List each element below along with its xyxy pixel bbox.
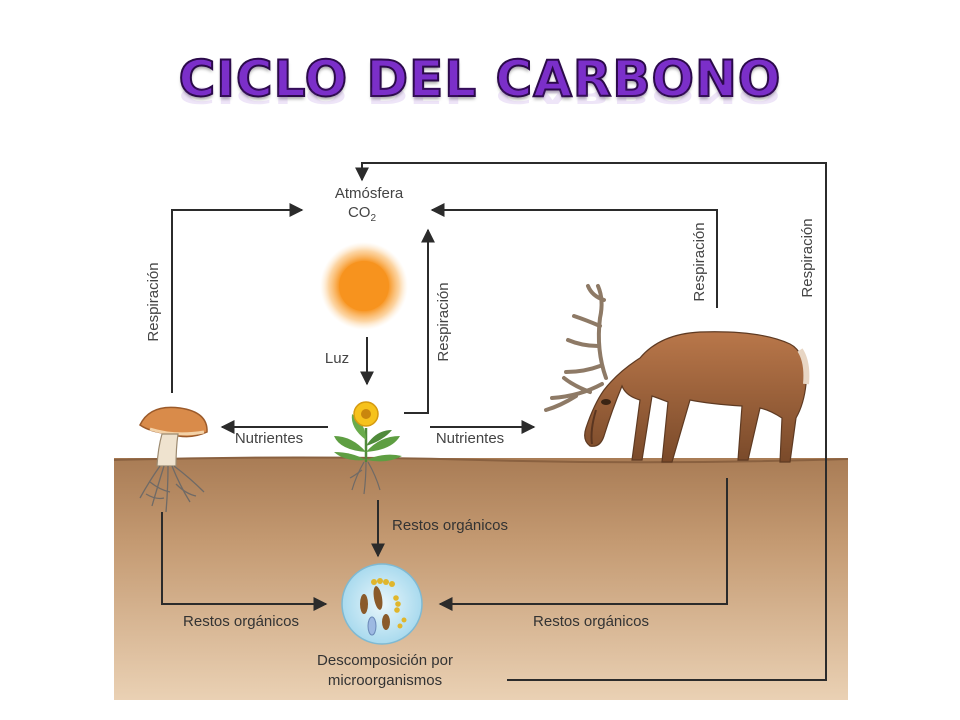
label-remains-center: Restos orgánicos — [392, 517, 508, 534]
label-decomposition-line1: Descomposición por — [317, 652, 453, 669]
arrow-respiration-outer — [355, 162, 827, 681]
label-nutrients-right: Nutrientes — [436, 430, 504, 447]
label-respiration-left: Respiración — [145, 262, 162, 341]
label-decomposition-line2: microorganismos — [328, 672, 442, 689]
label-respiration-outer: Respiración — [799, 218, 816, 297]
soil-surface — [113, 456, 849, 464]
arrow-remains-right — [438, 478, 728, 611]
flower-icon — [334, 401, 402, 495]
label-co2: CO2 — [348, 204, 377, 224]
arrow-respiration-left — [171, 203, 304, 393]
mushroom-icon — [139, 406, 208, 513]
arrow-respiration-plant — [404, 228, 435, 414]
page-title: CICLO DEL CARBONO — [178, 49, 782, 109]
cycle-arrows — [161, 162, 827, 681]
soil-ground — [114, 458, 848, 700]
microorganisms-icon — [341, 563, 423, 645]
label-nutrients-left: Nutrientes — [235, 430, 303, 447]
deer-icon — [544, 284, 810, 463]
label-light: Luz — [325, 350, 349, 367]
sun-icon — [320, 242, 408, 330]
label-atmosphere: Atmósfera — [335, 185, 404, 202]
label-respiration-plant: Respiración — [435, 282, 452, 361]
label-remains-right: Restos orgánicos — [533, 613, 649, 630]
label-remains-left: Restos orgánicos — [183, 613, 299, 630]
label-respiration-deer: Respiración — [691, 222, 708, 301]
arrow-remains-left — [161, 512, 328, 611]
arrow-respiration-deer — [430, 203, 718, 308]
